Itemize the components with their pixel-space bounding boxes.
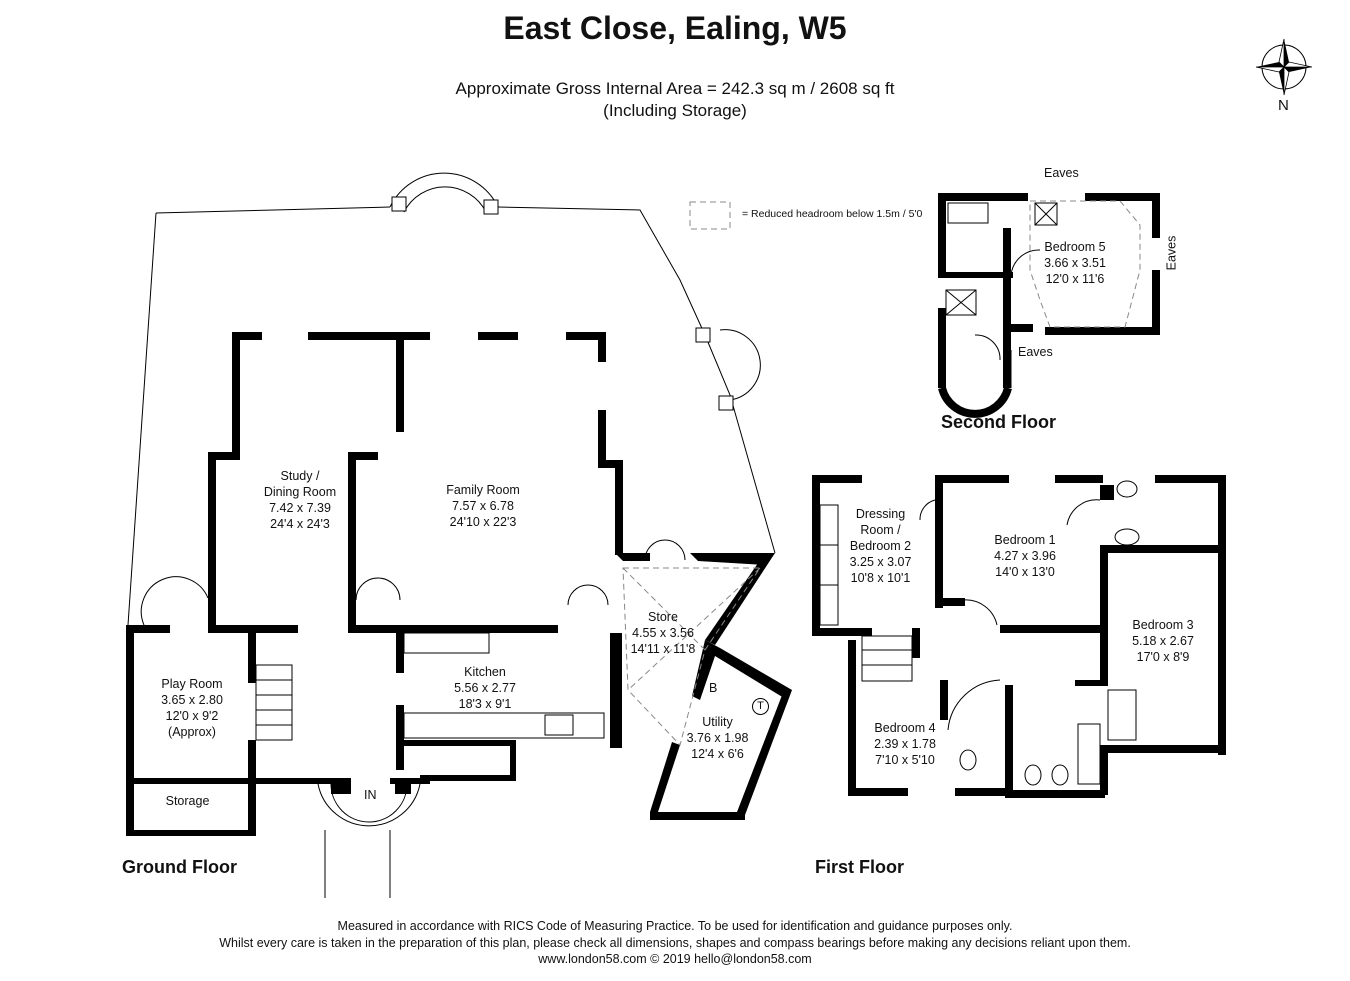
room-metric-size: 4.55 x 3.56 [632,626,694,640]
room-family: Family Room 7.57 x 6.78 24'10 x 22'3 [428,482,538,530]
room-name: Storage [165,794,210,808]
tank-label: T [752,698,769,715]
room-name: Store [648,610,678,624]
room-metric-size: 5.56 x 2.77 [454,681,516,695]
room-metric-size: 5.18 x 2.67 [1132,634,1194,648]
room-imperial-size: 14'0 x 13'0 [995,565,1055,579]
room-metric-size: 7.42 x 7.39 [269,501,331,515]
room-metric-size: 2.39 x 1.78 [874,737,936,751]
compass-icon [1255,38,1313,96]
room-imperial-size: 12'0 x 11'6 [1045,272,1105,286]
room-kitchen: Kitchen 5.56 x 2.77 18'3 x 9'1 [430,664,540,712]
ground-floor-label: Ground Floor [122,857,237,877]
gross-area-line: Approximate Gross Internal Area = 242.3 … [455,79,895,98]
room-bedroom-4: Bedroom 4 2.39 x 1.78 7'10 x 5'10 [860,720,950,768]
area-summary: Approximate Gross Internal Area = 242.3 … [0,78,1350,122]
footer-disclaimer: Measured in accordance with RICS Code of… [0,918,1350,968]
room-store: Store 4.55 x 3.56 14'11 x 11'8 [618,609,708,657]
reduced-headroom-legend-swatch [689,201,731,230]
room-bedroom-5: Bedroom 5 3.66 x 3.51 12'0 x 11'6 [1030,239,1120,287]
room-name: Bedroom 4 [874,721,936,735]
room-name: Utility [702,715,733,729]
second-floor-label: Second Floor [941,412,1057,432]
room-name: Bedroom 3 [1132,618,1194,632]
room-imperial-size: 24'4 x 24'3 [270,517,330,531]
plan-title: East Close, Ealing, W5 [503,10,847,46]
headroom-legend-text: = Reduced headroom below 1.5m / 5'0 [742,208,923,220]
room-metric-size: 3.65 x 2.80 [161,693,223,707]
room-name: Dressing [855,507,906,521]
room-bedroom-3: Bedroom 3 5.18 x 2.67 17'0 x 8'9 [1118,617,1208,665]
room-metric-size: 3.66 x 3.51 [1044,256,1106,270]
room-metric-size: 3.76 x 1.98 [686,731,749,745]
footer-contact: www.london58.com © 2019 hello@london58.c… [538,952,812,966]
room-imperial-size: 24'10 x 22'3 [449,515,517,529]
room-name: Room / [860,523,901,537]
room-imperial-size: 18'3 x 9'1 [458,697,512,711]
room-name: Family Room [446,483,520,497]
second-floor-plan [938,193,1160,418]
eaves-label-right: Eaves [1164,235,1179,271]
room-imperial-size: 12'0 x 9'2 [165,709,219,723]
room-imperial-size: 7'10 x 5'10 [875,753,935,767]
eaves-label-bottom: Eaves [1018,345,1053,359]
room-name: Bedroom 1 [994,533,1056,547]
room-study-dining: Study / Dining Room 7.42 x 7.39 24'4 x 2… [245,468,355,532]
room-storage: Storage [140,793,235,809]
room-note: (Approx) [168,725,216,739]
room-name: Bedroom 5 [1044,240,1106,254]
entrance-label: IN [364,788,377,802]
room-utility: Utility 3.76 x 1.98 12'4 x 6'6 [675,714,760,762]
room-name: Dining Room [263,485,337,499]
boiler-label: B [709,681,718,695]
first-floor-label: First Floor [815,857,904,877]
room-imperial-size: 17'0 x 8'9 [1136,650,1190,664]
room-play: Play Room 3.65 x 2.80 12'0 x 9'2 (Approx… [137,676,247,740]
compass-north-label: N [1278,97,1289,114]
room-name: Bedroom 2 [849,539,912,553]
room-metric-size: 3.25 x 3.07 [849,555,912,569]
room-name: Study / [280,469,320,483]
storage-note: (Including Storage) [603,101,747,120]
footer-line-2: Whilst every care is taken in the prepar… [219,935,1131,950]
room-bedroom-1: Bedroom 1 4.27 x 3.96 14'0 x 13'0 [980,532,1070,580]
room-imperial-size: 12'4 x 6'6 [691,747,744,761]
room-dressing-bedroom-2: Dressing Room / Bedroom 2 3.25 x 3.07 10… [843,506,918,586]
room-name: Play Room [161,677,223,691]
room-imperial-size: 10'8 x 10'1 [850,571,911,585]
room-name: Kitchen [464,665,506,679]
room-metric-size: 7.57 x 6.78 [452,499,514,513]
ground-floor-plan [126,172,792,898]
first-floor-plan [812,475,1226,798]
eaves-label-top: Eaves [1044,166,1079,180]
room-imperial-size: 14'11 x 11'8 [630,642,696,656]
footer-line-1: Measured in accordance with RICS Code of… [337,919,1013,933]
room-metric-size: 4.27 x 3.96 [994,549,1056,563]
